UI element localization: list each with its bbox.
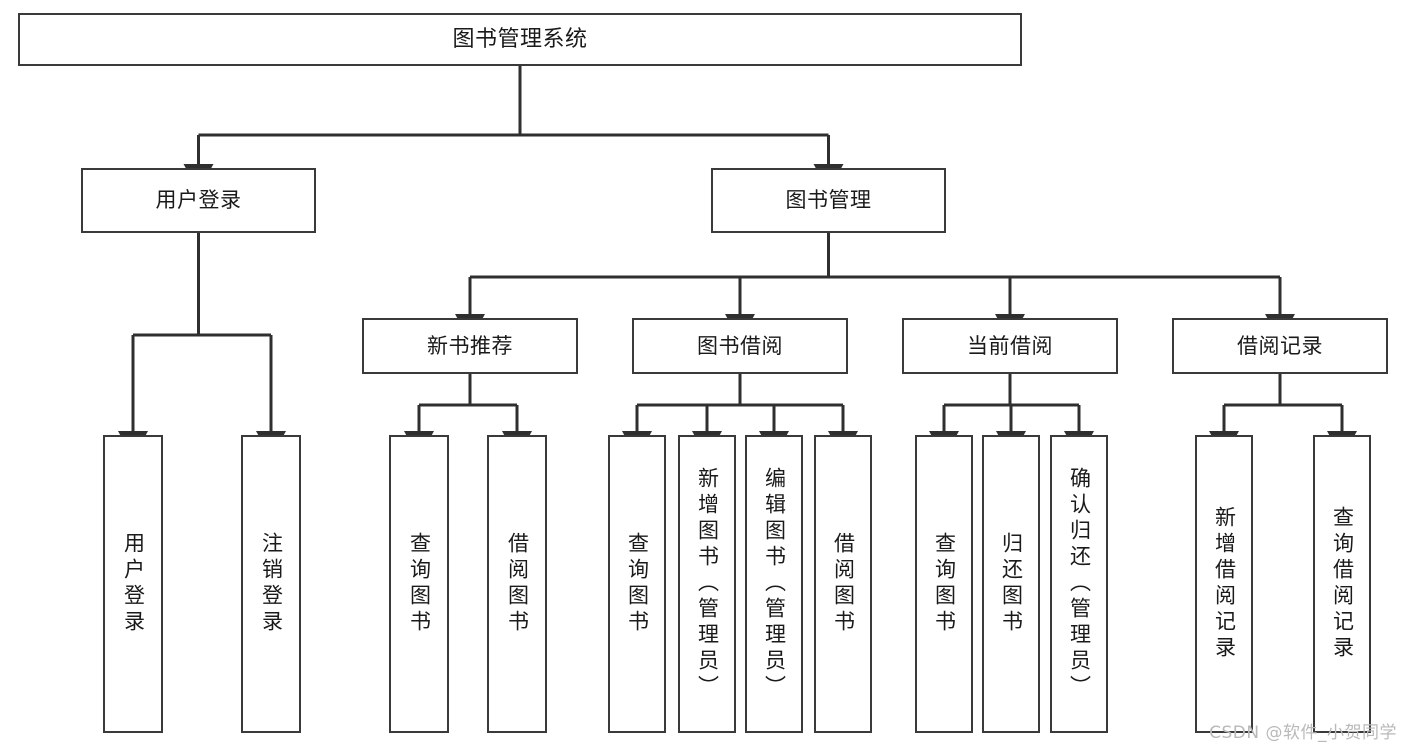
watermark-text: CSDN @软件_小贺同学 <box>1209 723 1397 743</box>
node-label: 借阅记录 <box>1237 333 1323 358</box>
node-label: 查询图书 <box>407 532 432 636</box>
node-b_add[interactable]: 新增图书（管理员） <box>678 435 736 733</box>
node-label: 查询图书 <box>625 532 650 636</box>
node-label: 新书推荐 <box>427 333 513 358</box>
node-label: 用户登录 <box>155 188 242 213</box>
node-label: 确认归还（管理员） <box>1067 467 1092 701</box>
node-current[interactable]: 当前借阅 <box>902 318 1118 374</box>
node-c_confirm[interactable]: 确认归还（管理员） <box>1050 435 1108 733</box>
node-label: 查询借阅记录 <box>1330 506 1355 662</box>
node-borrow[interactable]: 图书借阅 <box>632 318 848 374</box>
node-label: 新增借阅记录 <box>1212 506 1237 662</box>
node-r_add[interactable]: 新增借阅记录 <box>1195 435 1253 733</box>
connector-lines <box>118 66 1357 458</box>
node-c_return[interactable]: 归还图书 <box>982 435 1040 733</box>
node-root[interactable]: 图书管理系统 <box>18 13 1022 66</box>
node-b_lend[interactable]: 借阅图书 <box>814 435 872 733</box>
node-label: 用户登录 <box>121 532 146 636</box>
node-label: 图书借阅 <box>697 333 783 358</box>
node-label: 注销登录 <box>259 532 284 636</box>
node-label: 借阅图书 <box>505 532 530 636</box>
node-label: 借阅图书 <box>831 532 856 636</box>
node-b_query[interactable]: 查询图书 <box>608 435 666 733</box>
node-records[interactable]: 借阅记录 <box>1172 318 1388 374</box>
node-login[interactable]: 用户登录 <box>81 168 316 233</box>
node-newbook[interactable]: 新书推荐 <box>362 318 578 374</box>
node-b_edit[interactable]: 编辑图书（管理员） <box>745 435 803 733</box>
node-label: 归还图书 <box>999 532 1024 636</box>
node-n_query[interactable]: 查询图书 <box>389 435 449 733</box>
node-label: 编辑图书（管理员） <box>762 467 787 701</box>
node-bookmgmt[interactable]: 图书管理 <box>711 168 946 233</box>
node-label: 查询图书 <box>932 532 957 636</box>
node-n_borrow[interactable]: 借阅图书 <box>487 435 547 733</box>
node-label: 图书管理 <box>785 188 872 213</box>
node-r_query[interactable]: 查询借阅记录 <box>1313 435 1371 733</box>
node-label: 当前借阅 <box>967 333 1053 358</box>
node-label: 图书管理系统 <box>452 26 588 52</box>
node-l_login[interactable]: 用户登录 <box>103 435 163 733</box>
node-l_logout[interactable]: 注销登录 <box>241 435 301 733</box>
node-label: 新增图书（管理员） <box>695 467 720 701</box>
node-c_query[interactable]: 查询图书 <box>915 435 973 733</box>
